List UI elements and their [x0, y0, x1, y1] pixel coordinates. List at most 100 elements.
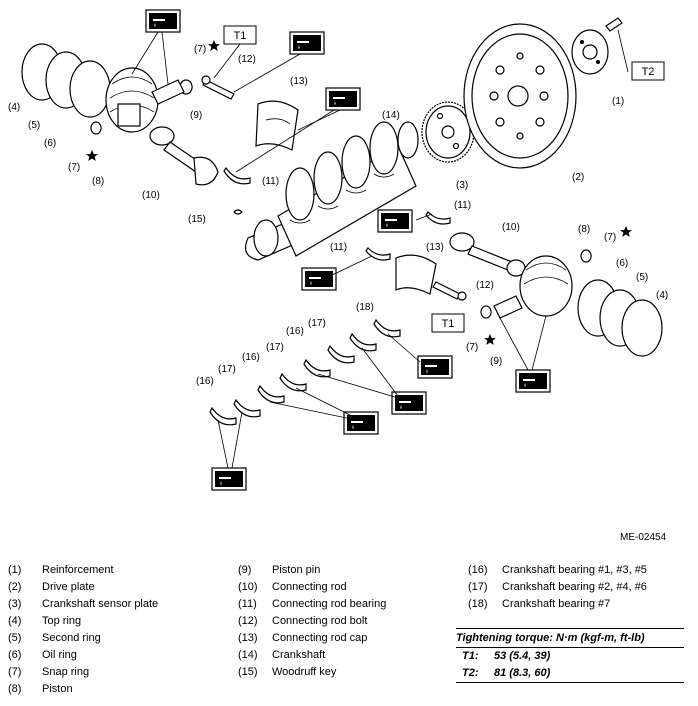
- woodruff-key: [233, 209, 243, 215]
- legend-item: (15)Woodruff key: [238, 666, 337, 678]
- callout-16-b: (16): [242, 352, 260, 363]
- torque-row: T1:53 (5.4, 39): [462, 650, 551, 662]
- connecting-rod-bolt-lower: [432, 281, 467, 301]
- rod-bearing-top: [223, 166, 251, 185]
- legend-item: (2)Drive plate: [8, 581, 95, 593]
- torque-table: Tightening torque: N·m (kgf-m, ft-lb) T1…: [456, 628, 684, 683]
- legend-item: (17)Crankshaft bearing #2, #4, #6: [468, 581, 647, 593]
- callout-15: (15): [188, 214, 206, 225]
- star-icon: [620, 226, 632, 237]
- oil-can-icon: [515, 369, 551, 393]
- star-icon: [208, 40, 220, 51]
- callout-17-a: (17): [308, 318, 326, 329]
- callout-7-left-b: (7): [194, 44, 206, 55]
- callout-18: (18): [356, 302, 374, 313]
- callout-9-left: (9): [190, 110, 202, 121]
- legend-column-2: (9)Piston pin (10)Connecting rod (11)Con…: [238, 562, 386, 681]
- reinforcement: [571, 29, 609, 75]
- legend-item: (18)Crankshaft bearing #7: [468, 598, 611, 610]
- callout-5-left: (5): [28, 120, 40, 131]
- star-icon: [86, 150, 98, 161]
- legend-item: (13)Connecting rod cap: [238, 632, 368, 644]
- oil-can-icon: [343, 411, 379, 435]
- star-icon: [484, 334, 496, 345]
- piston-rings-right: [577, 279, 663, 357]
- legend-item: (9)Piston pin: [238, 564, 321, 576]
- callout-11-mid: (11): [454, 200, 471, 211]
- legend-item: (10)Connecting rod: [238, 581, 347, 593]
- torque-box-t1-top: T1: [234, 30, 247, 42]
- callout-6-right: (6): [616, 258, 628, 269]
- callout-4-right: (4): [656, 290, 668, 301]
- callout-13-top: (13): [290, 76, 308, 87]
- callout-1: (1): [612, 96, 624, 107]
- legend-item: (11)Connecting rod bearing: [238, 598, 387, 610]
- connecting-rod-right: [449, 232, 526, 277]
- piston-rings-left: [21, 43, 111, 118]
- legend-column-3: (16)Crankshaft bearing #1, #3, #5 (17)Cr…: [468, 562, 647, 613]
- callout-12-top: (12): [238, 54, 256, 65]
- crankshaft: [245, 121, 419, 261]
- legend-column-1: (1)Reinforcement (2)Drive plate (3)Crank…: [8, 562, 158, 698]
- piston-pin-left: [151, 79, 185, 105]
- legend-item: (5)Second ring: [8, 632, 101, 644]
- callout-12-lower: (12): [476, 280, 494, 291]
- torque-box-t1-bottom: T1: [442, 318, 455, 330]
- piston-pin-right: [493, 295, 523, 319]
- connecting-rod-cap-top: [255, 100, 299, 151]
- callout-16-c: (16): [196, 376, 214, 387]
- callout-7-right-a: (7): [604, 232, 616, 243]
- callout-7-left-a: (7): [68, 162, 80, 173]
- legend-item: (16)Crankshaft bearing #1, #3, #5: [468, 564, 647, 576]
- legend-item: (6)Oil ring: [8, 649, 77, 661]
- snap-ring-left-b: [90, 121, 102, 135]
- callout-16-a: (16): [286, 326, 304, 337]
- legend-item: (8)Piston: [8, 683, 73, 695]
- callout-17-c: (17): [218, 364, 236, 375]
- callout-6-left: (6): [44, 138, 56, 149]
- callout-9-right: (9): [490, 356, 502, 367]
- piston-right: [519, 255, 573, 317]
- legend-item: (1)Reinforcement: [8, 564, 114, 576]
- callout-4-left: (4): [8, 102, 20, 113]
- callout-11-lower: (11): [330, 242, 347, 253]
- torque-row: T2:81 (8.3, 60): [462, 667, 551, 679]
- oil-can-icon: [417, 355, 453, 379]
- legend-item: (3)Crankshaft sensor plate: [8, 598, 159, 610]
- callout-13-lower: (13): [426, 242, 444, 253]
- oil-can-icon: [145, 9, 181, 33]
- callout-5-right: (5): [636, 272, 648, 283]
- crankshaft-bearings: [209, 318, 401, 426]
- callout-10-right: (10): [502, 222, 520, 233]
- drive-plate: [463, 23, 577, 169]
- exploded-diagram: T1 T1 T2 (1) (2) (3) (4) (5) (6) (7) (7)…: [8, 9, 668, 491]
- legend-item: (12)Connecting rod bolt: [238, 615, 368, 627]
- rod-bearing-lower: [365, 247, 391, 261]
- torque-box-t2: T2: [642, 66, 655, 78]
- callout-8-right: (8): [578, 224, 590, 235]
- connecting-rod-bolt-top: [201, 75, 235, 100]
- callout-7-right-b: (7): [466, 342, 478, 353]
- leader-lines: [131, 29, 629, 469]
- callout-10-left: (10): [142, 190, 160, 201]
- piston-left: [105, 67, 159, 133]
- rod-bearing-mid: [425, 211, 451, 225]
- callout-14: (14): [382, 110, 400, 121]
- legend-item: (4)Top ring: [8, 615, 82, 627]
- legend-item: (14)Crankshaft: [238, 649, 326, 661]
- snap-ring-right-b: [480, 305, 492, 319]
- connecting-rod-left: [149, 126, 219, 186]
- snap-ring-right-a: [580, 249, 592, 263]
- callout-11-top: (11): [262, 176, 279, 187]
- callout-3: (3): [456, 180, 468, 191]
- crankshaft-sensor-plate: [421, 101, 475, 163]
- legend-item: (7)Snap ring: [8, 666, 90, 678]
- torque-table-title: Tightening torque: N·m (kgf-m, ft-lb): [456, 629, 684, 648]
- oil-can-icon: [301, 267, 337, 291]
- callout-17-b: (17): [266, 342, 284, 353]
- oil-can-icon: [325, 87, 361, 111]
- connecting-rod-cap-lower: [395, 254, 437, 295]
- callout-2: (2): [572, 172, 584, 183]
- oil-can-icon: [211, 467, 247, 491]
- callout-8-left: (8): [92, 176, 104, 187]
